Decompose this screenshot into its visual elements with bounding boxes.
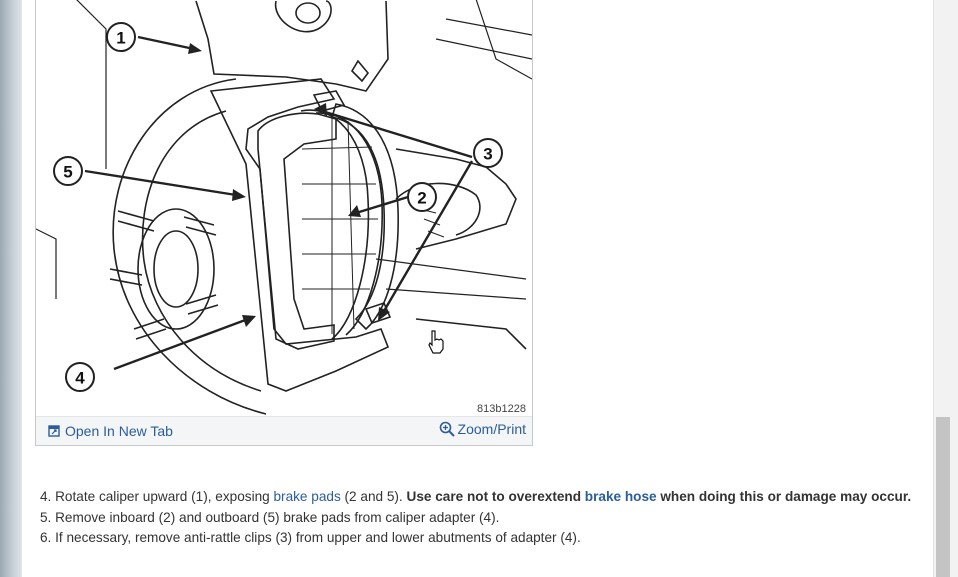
procedure-steps: 4. Rotate caliper upward (1), exposing b…	[40, 487, 930, 549]
zoom-print-label: Zoom/Print	[457, 421, 526, 437]
figure-footer: Open In New Tab Zoom/Print	[36, 416, 532, 445]
brake-pads-link[interactable]: brake pads	[273, 489, 341, 504]
callout-label-5: 5	[63, 163, 72, 182]
callout-circle-3	[473, 138, 503, 168]
step-4-text-middle: (2 and 5).	[340, 489, 407, 504]
wheel-studs	[109, 210, 219, 340]
open-new-tab-link[interactable]: Open In New Tab	[48, 423, 173, 439]
open-new-tab-label: Open In New Tab	[65, 423, 173, 439]
step-4-warning-end: when doing this or damage may occur.	[656, 489, 912, 504]
anti-rattle-clip-upper	[312, 90, 346, 112]
callout-circle-5	[53, 156, 83, 186]
open-new-tab-icon	[48, 425, 60, 437]
step-5: 5. Remove inboard (2) and outboard (5) b…	[40, 509, 500, 525]
anti-rattle-clip-lower	[364, 302, 392, 324]
rotor-face	[300, 109, 370, 340]
step-6: 6. If necessary, remove anti-rattle clip…	[40, 530, 581, 545]
callout-label-2: 2	[417, 189, 426, 208]
magnifier-icon	[439, 421, 455, 437]
callout-circle-4	[65, 362, 95, 392]
callout-label-3: 3	[483, 145, 492, 164]
brake-hose-link[interactable]: brake hose	[584, 489, 657, 504]
rotor-outline	[112, 78, 267, 415]
callout-arrows	[84, 35, 474, 371]
inboard-pad	[330, 103, 399, 331]
figure-container: 1 2 3 4 5 813b1228 Open In New Tab	[35, 0, 533, 446]
hand-cursor-icon	[428, 330, 444, 354]
scrollbar-thumb[interactable]	[936, 417, 950, 577]
suspension-arm	[395, 148, 517, 250]
callout-label-4: 4	[75, 369, 85, 388]
caliper-adapter	[209, 78, 390, 392]
callout-circle-1	[106, 22, 136, 52]
brake-caliper-illustration: 1 2 3 4 5	[36, 0, 532, 415]
figure-code: 813b1228	[477, 403, 526, 415]
hub	[137, 208, 215, 330]
outboard-pad	[257, 112, 337, 350]
zoom-print-link[interactable]: Zoom/Print	[439, 421, 526, 437]
step-4-warning: Use care not to overextend	[406, 489, 585, 504]
left-background-strip	[0, 0, 22, 577]
callout-circle-2	[407, 182, 437, 212]
step-4-text: 4. Rotate caliper upward (1), exposing	[40, 489, 274, 504]
callout-label-1: 1	[116, 29, 125, 48]
step-4: 4. Rotate caliper upward (1), exposing b…	[40, 487, 930, 508]
